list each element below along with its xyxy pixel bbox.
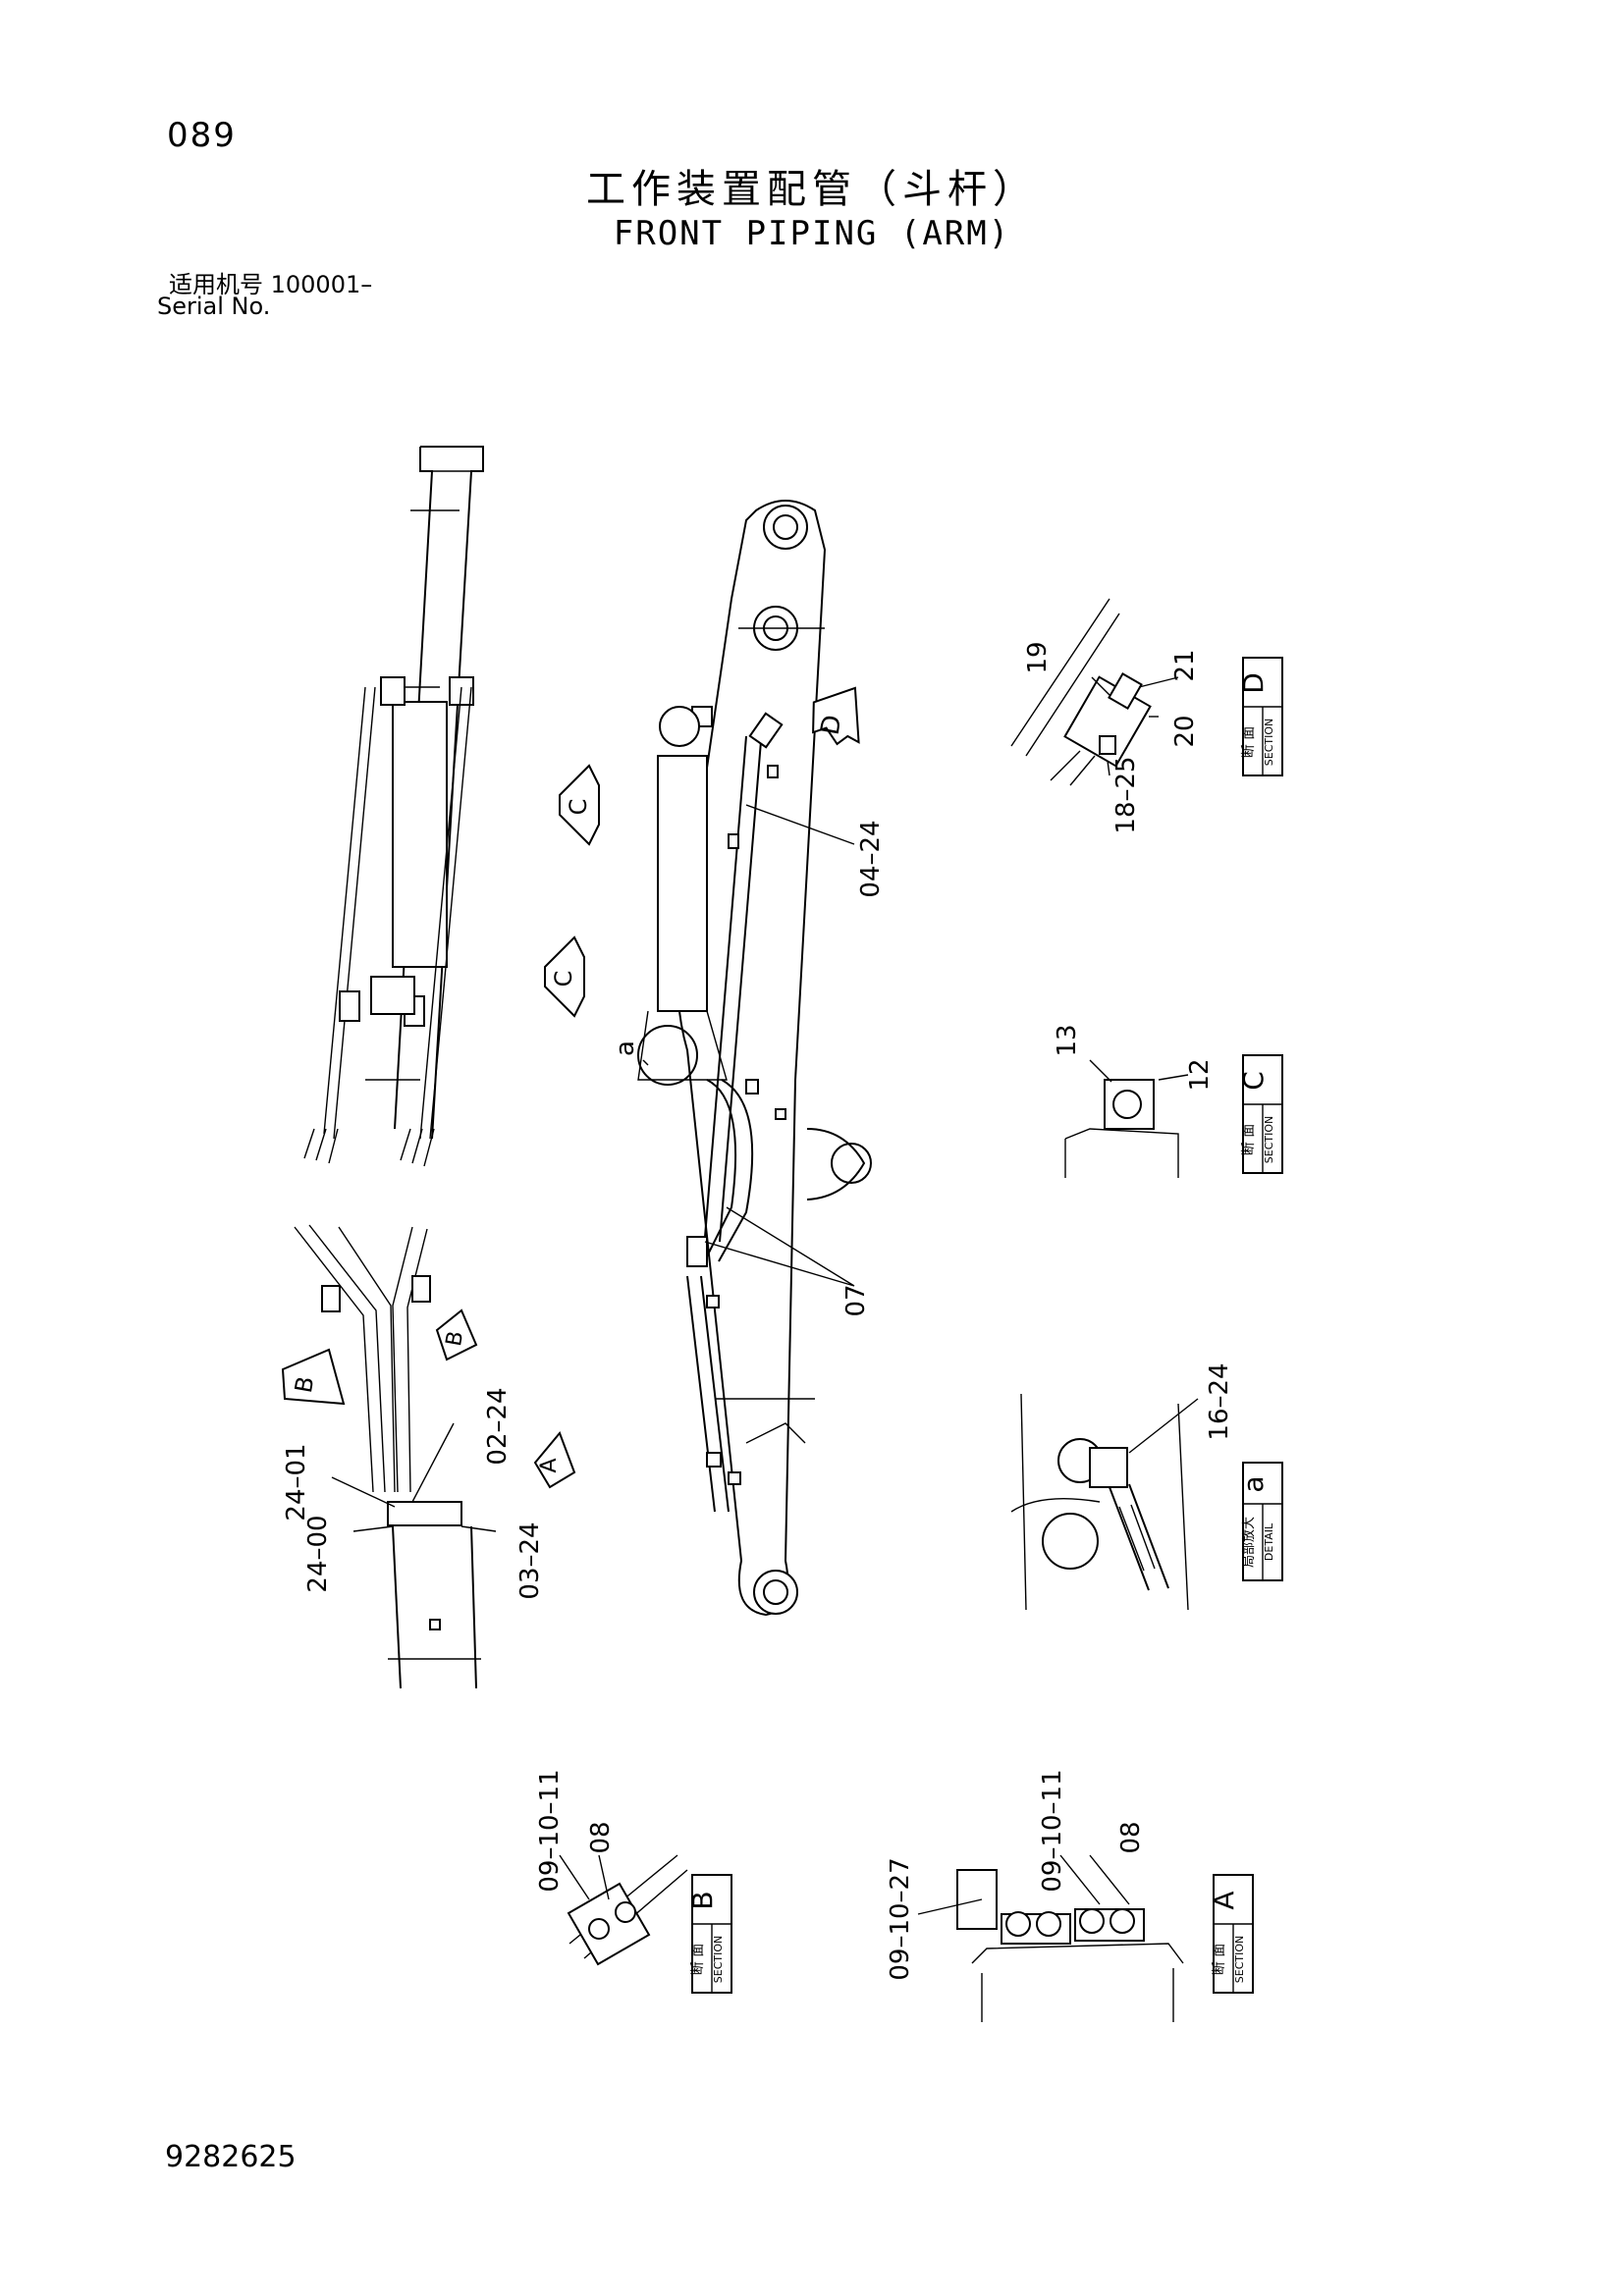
callout-03-24: 03–24 — [515, 1522, 545, 1599]
callout-20: 20 — [1170, 715, 1200, 747]
svg-text:A: A — [537, 1458, 562, 1472]
section-box-d: D 断 面 SECTION — [1237, 657, 1283, 776]
callout-13: 13 — [1053, 1024, 1082, 1056]
view-arrow-a: A — [533, 1431, 576, 1489]
callout-09-10-11-a: 09–10–11 — [1038, 1769, 1067, 1892]
title-english: FRONT PIPING (ARM) — [613, 214, 1011, 253]
callout-08-b: 08 — [586, 1821, 616, 1853]
detail-section-d — [1010, 598, 1152, 786]
cylinder-rod-eye — [659, 706, 700, 747]
arm-cylinder — [392, 701, 448, 968]
svg-text:C: C — [565, 799, 592, 816]
svg-text:断 面: 断 面 — [1212, 1944, 1227, 1975]
svg-text:C: C — [550, 971, 577, 988]
arm-bottom-pin — [753, 1570, 798, 1615]
pipe-bundle-view — [294, 1224, 481, 1689]
arm-pipe-bend — [706, 1079, 754, 1262]
svg-text:断 面: 断 面 — [1241, 1124, 1257, 1155]
section-box-a: A 断 面 SECTION — [1208, 1874, 1254, 1994]
callout-07: 07 — [841, 1284, 871, 1316]
arm-assembly — [637, 500, 872, 1617]
detail-section-a — [956, 1869, 1184, 2022]
callout-19: 19 — [1023, 641, 1053, 673]
svg-text:C: C — [1237, 1071, 1270, 1091]
svg-text:B: B — [290, 1374, 319, 1395]
svg-text:DETAIL: DETAIL — [1263, 1522, 1275, 1561]
view-arrow-c-lower: C — [544, 935, 585, 1018]
callout-12: 12 — [1185, 1058, 1215, 1091]
svg-text:SECTION: SECTION — [1263, 719, 1275, 766]
page-number: 089 — [167, 116, 237, 155]
detail-a — [1010, 1393, 1189, 1611]
section-box-b: B 断 面 SECTION — [686, 1874, 732, 1994]
detail-box-a: a 局部放大 DETAIL — [1237, 1462, 1283, 1581]
callout-21: 21 — [1170, 649, 1200, 681]
callout-04-24: 04–24 — [856, 820, 886, 897]
svg-text:B: B — [686, 1891, 719, 1909]
callout-18-25: 18–25 — [1111, 756, 1141, 833]
callout-08-a: 08 — [1116, 1821, 1146, 1853]
svg-text:SECTION: SECTION — [1263, 1116, 1275, 1163]
svg-text:断 面: 断 面 — [690, 1944, 706, 1975]
svg-text:断 面: 断 面 — [1241, 726, 1257, 758]
callout-09-10-11-b: 09–10–11 — [535, 1769, 565, 1892]
callout-02-24: 02–24 — [483, 1387, 513, 1465]
view-arrow-b-left: B — [281, 1348, 346, 1406]
callout-labels: 04–24 07 a 02–24 24–01 24–00 03–24 19 21… — [282, 641, 1234, 1980]
svg-text:a: a — [1237, 1475, 1270, 1492]
document-number: 9282625 — [165, 2140, 297, 2174]
leader-lines — [331, 676, 1199, 1915]
arm-pipe-lower — [686, 1275, 730, 1513]
arm-pipe-upper — [704, 735, 762, 1243]
callout-24-01: 24–01 — [282, 1443, 311, 1521]
detail-section-b — [567, 1854, 688, 1966]
callout-a: a — [611, 1041, 640, 1056]
view-arrow-b-right: B — [435, 1308, 478, 1362]
svg-text:D: D — [1237, 672, 1270, 694]
section-box-c: C 断 面 SECTION — [1237, 1054, 1283, 1174]
svg-text:B: B — [442, 1329, 468, 1348]
view-arrow-d: D — [812, 686, 860, 746]
arm-top-pin — [763, 505, 808, 550]
svg-text:SECTION: SECTION — [1233, 1936, 1246, 1983]
serial-label-chinese: 适用机号 100001– — [169, 271, 373, 298]
svg-text:A: A — [1208, 1891, 1240, 1909]
serial-label-english: Serial No. — [157, 293, 271, 320]
svg-text:SECTION: SECTION — [712, 1936, 725, 1983]
arm-top-view — [303, 446, 484, 1167]
callout-09-10-27: 09–10–27 — [886, 1857, 915, 1980]
view-arrow-c-upper: C — [559, 764, 600, 846]
arm-bracket-pin — [831, 1143, 872, 1184]
callout-16-24: 16–24 — [1205, 1362, 1234, 1440]
callout-24-00: 24–00 — [303, 1515, 333, 1592]
bucket-cylinder — [657, 755, 708, 1012]
title-chinese: 工作装置配管（斗杆） — [586, 167, 1038, 212]
detail-section-c — [1064, 1079, 1179, 1178]
svg-text:局部放大: 局部放大 — [1242, 1517, 1257, 1568]
